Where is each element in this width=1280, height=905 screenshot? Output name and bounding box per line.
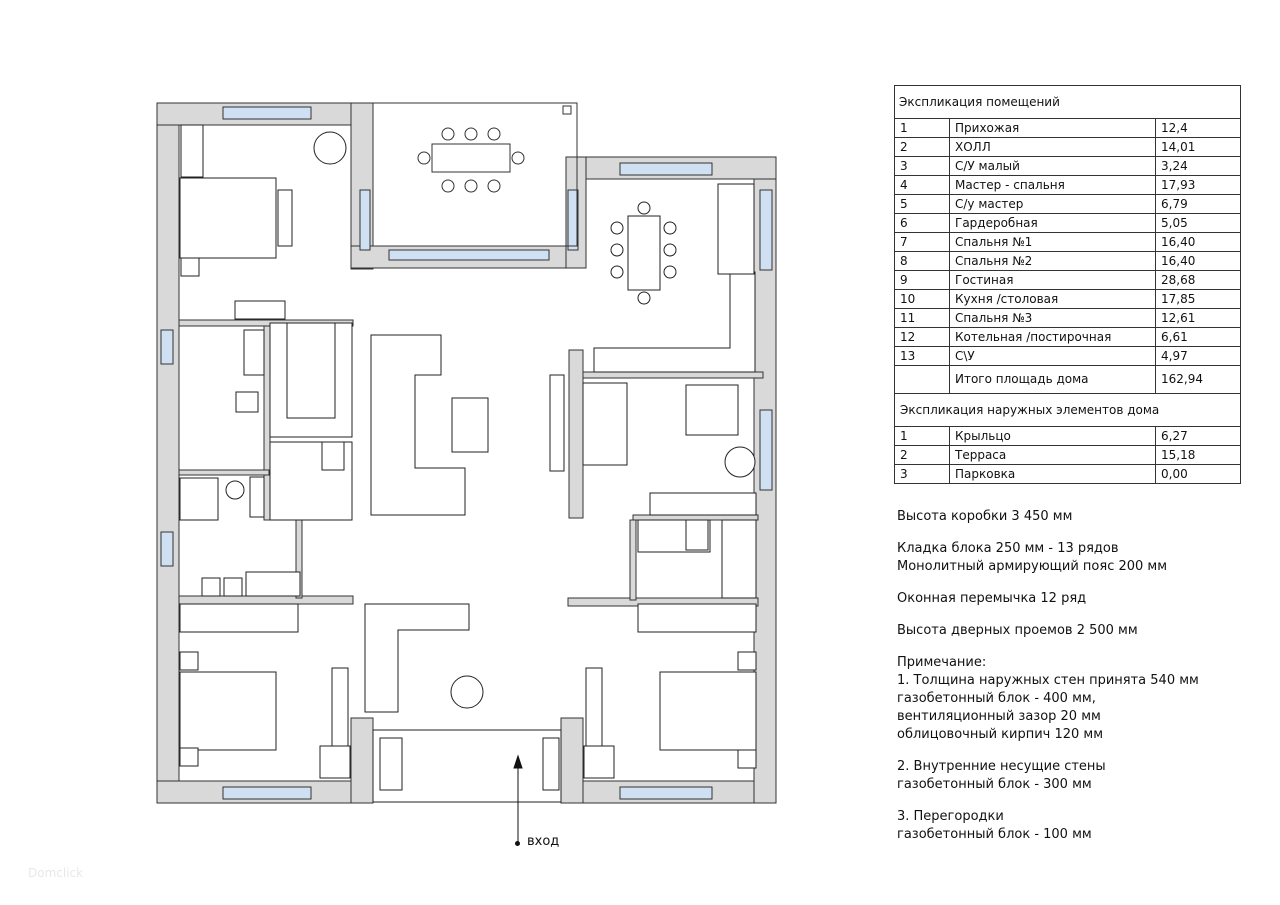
construction-notes: Высота коробки 3 450 мм Кладка блока 250… bbox=[897, 508, 1277, 858]
table-cell-area: 4,97 bbox=[1155, 346, 1241, 366]
table-cell-num: 5 bbox=[894, 194, 950, 214]
table-cell-name: Парковка bbox=[949, 464, 1156, 484]
floor-plan bbox=[156, 102, 777, 842]
table-cell-name: Прихожая bbox=[949, 118, 1156, 138]
terrace bbox=[372, 102, 578, 247]
table-cell-num: 3 bbox=[894, 156, 950, 176]
table-cell-area: 6,27 bbox=[1155, 426, 1241, 446]
table-cell-name: С/У малый bbox=[949, 156, 1156, 176]
table-cell-name: Спальня №2 bbox=[949, 251, 1156, 271]
table-cell-num: 9 bbox=[894, 270, 950, 290]
table-cell-area: 12,61 bbox=[1155, 308, 1241, 328]
table-cell-num: 11 bbox=[894, 308, 950, 328]
table-cell-num: 12 bbox=[894, 327, 950, 347]
table-cell-num: 2 bbox=[894, 445, 950, 465]
table-cell-area: 28,68 bbox=[1155, 270, 1241, 290]
table-cell-name: Мастер - спальня bbox=[949, 175, 1156, 195]
outer-table-title-row: Экспликация наружных элементов дома bbox=[894, 393, 1241, 427]
table-cell-num: 3 bbox=[894, 464, 950, 484]
table-cell-name: Гардеробная bbox=[949, 213, 1156, 233]
note-masonry: Кладка блока 250 мм - 13 рядов Монолитны… bbox=[897, 541, 1168, 574]
table-cell-name: Крыльцо bbox=[949, 426, 1156, 446]
table-cell-name: Котельная /постирочная bbox=[949, 327, 1156, 347]
table-cell-num: 8 bbox=[894, 251, 950, 271]
note-inner-walls: 2. Внутренние несущие стены газобетонный… bbox=[897, 759, 1106, 792]
note-box-height: Высота коробки 3 450 мм bbox=[897, 509, 1073, 524]
table-cell-area: 15,18 bbox=[1155, 445, 1241, 465]
table-cell-area: 6,61 bbox=[1155, 327, 1241, 347]
entry-label: вход bbox=[527, 834, 560, 849]
table-cell-name: Кухня /столовая bbox=[949, 289, 1156, 309]
table-cell-area: 16,40 bbox=[1155, 251, 1241, 271]
rooms-table-title-row: Экспликация помещений bbox=[894, 85, 1241, 119]
table-cell-num: 2 bbox=[894, 137, 950, 157]
total-label: Итого площадь дома bbox=[949, 365, 1156, 394]
note-remark: Примечание: 1. Толщина наружных стен при… bbox=[897, 655, 1199, 742]
table-cell-num: 6 bbox=[894, 213, 950, 233]
outer-table-title: Экспликация наружных элементов дома bbox=[894, 393, 1241, 427]
table-cell-area: 0,00 bbox=[1155, 464, 1241, 484]
table-cell-area: 12,4 bbox=[1155, 118, 1241, 138]
note-doors: Высота дверных проемов 2 500 мм bbox=[897, 623, 1138, 638]
rooms-table-title: Экспликация помещений bbox=[894, 85, 1241, 119]
table-cell-area: 17,93 bbox=[1155, 175, 1241, 195]
entrance-arrow bbox=[513, 754, 523, 842]
table-cell-area: 14,01 bbox=[1155, 137, 1241, 157]
table-cell-num: 13 bbox=[894, 346, 950, 366]
table-cell-name: Спальня №1 bbox=[949, 232, 1156, 252]
table-cell-num: 7 bbox=[894, 232, 950, 252]
table-cell-name: С\У bbox=[949, 346, 1156, 366]
windows bbox=[160, 106, 773, 800]
table-cell-area: 16,40 bbox=[1155, 232, 1241, 252]
table-cell-name: Спальня №3 bbox=[949, 308, 1156, 328]
table-cell-area: 5,05 bbox=[1155, 213, 1241, 233]
total-value: 162,94 bbox=[1155, 365, 1241, 394]
table-cell-name: Гостиная bbox=[949, 270, 1156, 290]
table-cell-area: 17,85 bbox=[1155, 289, 1241, 309]
table-cell-name: Терраса bbox=[949, 445, 1156, 465]
note-partitions: 3. Перегородки газобетонный блок - 100 м… bbox=[897, 809, 1092, 842]
note-lintel: Оконная перемычка 12 ряд bbox=[897, 591, 1087, 606]
table-cell-area: 3,24 bbox=[1155, 156, 1241, 176]
table-cell-num bbox=[894, 365, 950, 394]
entry-marker bbox=[515, 841, 520, 846]
furniture bbox=[179, 124, 757, 803]
table-cell-num: 10 bbox=[894, 289, 950, 309]
table-cell-name: С/у мастер bbox=[949, 194, 1156, 214]
table-cell-num: 1 bbox=[894, 118, 950, 138]
table-cell-num: 4 bbox=[894, 175, 950, 195]
table-cell-name: ХОЛЛ bbox=[949, 137, 1156, 157]
table-cell-num: 1 bbox=[894, 426, 950, 446]
watermark: Domclick bbox=[28, 866, 84, 880]
table-cell-area: 6,79 bbox=[1155, 194, 1241, 214]
